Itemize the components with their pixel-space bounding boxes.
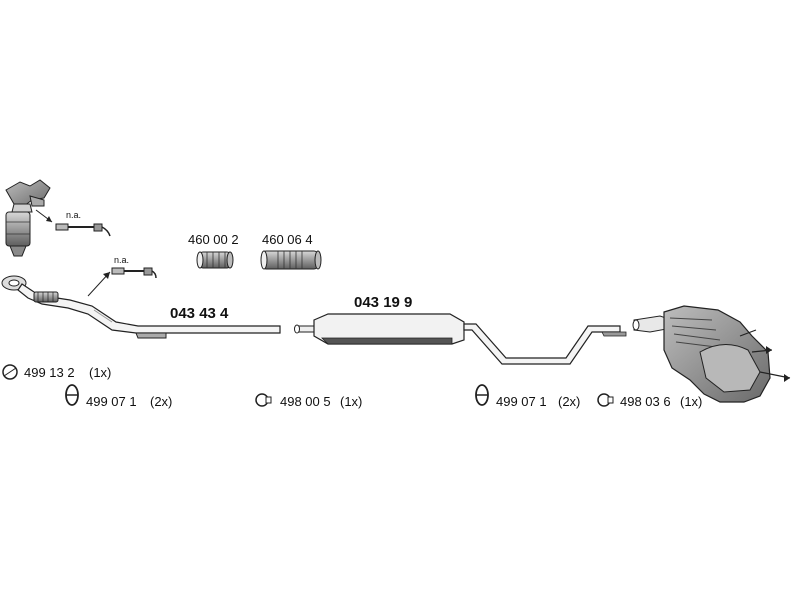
oxygen-sensor-lower xyxy=(87,267,157,297)
fitting-qty-2: (2x) xyxy=(150,394,173,409)
centre-silencer-043199 xyxy=(294,313,627,365)
manifold-catalyst xyxy=(5,179,51,257)
fitting-code-2: 499 07 1 xyxy=(86,394,137,409)
fitting-code-1: 499 13 2 xyxy=(24,365,75,380)
fitting-qty-1: (1x) xyxy=(89,365,112,380)
note-sensor-lower: n.a. xyxy=(114,255,130,265)
fitting-icon-499132 xyxy=(2,364,18,380)
fitting-qty-5: (1x) xyxy=(680,394,703,409)
oxygen-sensor-upper xyxy=(35,209,111,237)
part-label-flex-pipe-b: 460 06 4 xyxy=(262,232,313,247)
flex-pipe-460002 xyxy=(196,251,234,269)
fitting-code-4: 499 07 1 xyxy=(496,394,547,409)
note-sensor-upper: n.a. xyxy=(66,210,82,220)
fitting-code-5: 498 03 6 xyxy=(620,394,671,409)
fitting-icon-498036 xyxy=(597,393,614,407)
fitting-icon-499071-a xyxy=(65,384,79,406)
part-label-front-pipe: 043 43 4 xyxy=(170,305,229,322)
part-label-centre-silencer: 043 19 9 xyxy=(354,294,413,311)
fitting-icon-498005 xyxy=(255,393,272,407)
part-label-flex-pipe-a: 460 00 2 xyxy=(188,232,239,247)
flex-pipe-460064 xyxy=(260,250,322,270)
fitting-code-3: 498 00 5 xyxy=(280,394,331,409)
fitting-icon-499071-b xyxy=(475,384,489,406)
fitting-qty-4: (2x) xyxy=(558,394,581,409)
fitting-qty-3: (1x) xyxy=(340,394,363,409)
front-pipe-043434 xyxy=(1,275,281,339)
rear-silencer xyxy=(632,305,791,403)
